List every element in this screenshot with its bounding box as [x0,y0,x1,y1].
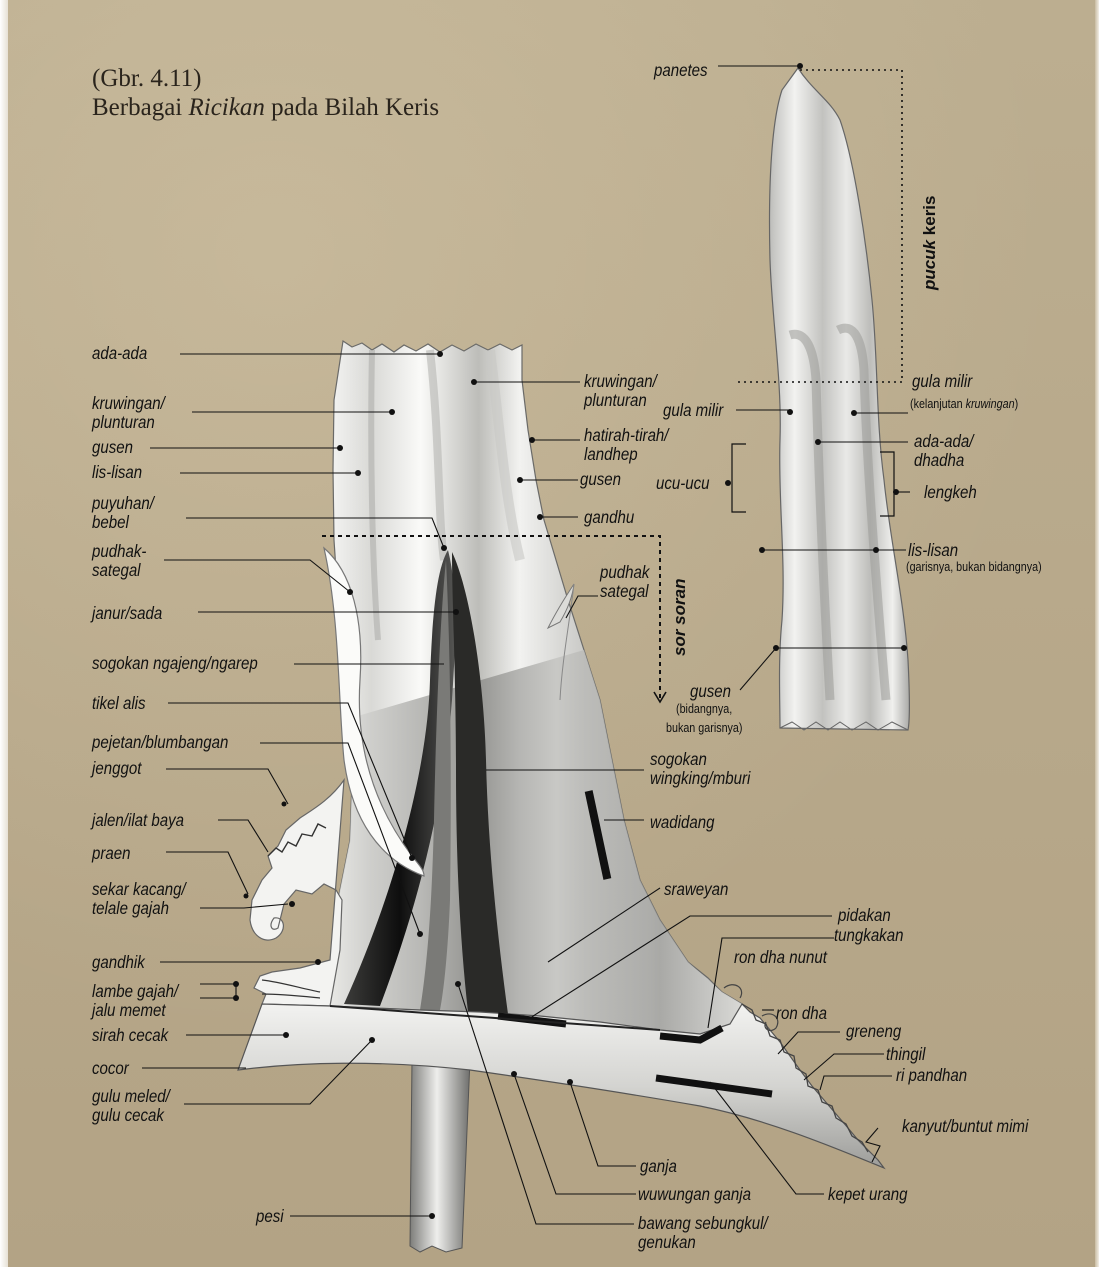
pesi-shape [410,1060,470,1252]
label-pejetan: pejetan/blumbangan [92,733,228,751]
label-ron-dha: ron dha [776,1004,827,1022]
label-ganja: ganja [640,1157,677,1175]
label-sekar-kacang-2: telale gajah [92,899,169,917]
note-gusen-2: bukan garisnya) [666,721,742,735]
label-lambe-gajah-1: lambe gajah/ [92,982,178,1000]
label-lis-lisan-right: lis-lisan [908,541,958,559]
label-ri-pandhan: ri pandhan [896,1066,967,1084]
label-gula-milir-left: gula milir [663,401,723,419]
label-hatirah-1: hatirah-tirah/ [584,426,668,444]
label-bawang-1: bawang sebungkul/ [638,1214,768,1232]
ganja-shape [238,1004,884,1168]
label-kruwingan-right-2: plunturan [584,391,647,409]
label-praen: praen [92,844,130,862]
note-lis-lisan: (garisnya, bukan bidangnya) [906,560,1042,574]
label-gulu-meled-2: gulu cecak [92,1106,164,1124]
label-sor-soran: sor soran [670,579,690,656]
label-kepet-urang: kepet urang [828,1185,907,1203]
label-gusen-left: gusen [92,438,133,456]
pucuk-blade [770,68,910,730]
label-tikel-alis: tikel alis [92,694,146,712]
label-ron-dha-nunut: ron dha nunut [734,948,827,966]
label-cocor: cocor [92,1059,129,1077]
label-thingil: thingil [886,1045,925,1063]
label-janur: janur/sada [92,604,162,622]
label-gula-milir-right: gula milir [912,372,972,390]
label-jenggot: jenggot [92,759,141,777]
label-gandhu: gandhu [584,508,634,526]
label-sraweyan: sraweyan [664,880,728,898]
label-gulu-meled-1: gulu meled/ [92,1087,170,1105]
ucu-ucu-bracket [732,444,746,512]
gandhik-shape [250,780,344,1006]
label-pidakan-1: pidakan [838,906,891,924]
label-puyuhan-2: bebel [92,513,129,531]
label-bawang-2: genukan [638,1233,696,1251]
label-gusen-middle: gusen [580,470,621,488]
label-ada-ada-dhadha-2: dhadha [914,451,964,469]
note-gula-milir: (kelanjutan kruwingan) [910,397,1018,411]
label-lengkeh: lengkeh [924,483,977,501]
label-kanyut: kanyut/buntut mimi [902,1117,1028,1135]
label-sirah-cecak: sirah cecak [92,1026,168,1044]
label-sekar-kacang-1: sekar kacang/ [92,880,186,898]
label-pesi: pesi [256,1207,284,1225]
label-pudhak-right-2: sategal [600,582,649,600]
label-sogokan-ngajeng: sogokan ngajeng/ngarep [92,654,258,672]
label-puyuhan-1: puyuhan/ [92,494,154,512]
label-jalen: jalen/ilat baya [92,811,184,829]
label-gandhik: gandhik [92,953,145,971]
label-kruwingan-left-2: plunturan [92,413,155,431]
label-ada-ada: ada-ada [92,344,147,362]
label-lis-lisan-left: lis-lisan [92,463,142,481]
label-pudhak-right-1: pudhak [600,563,649,581]
label-sogokan-wingking-1: sogokan [650,750,707,768]
label-wadidang: wadidang [650,813,714,831]
label-wuwungan: wuwungan ganja [638,1185,751,1203]
label-ada-ada-dhadha-1: ada-ada/ [914,432,973,450]
label-pudhak-left-1: pudhak- [92,542,146,560]
label-pucuk-keris: pucuk keris [920,196,940,291]
label-sogokan-wingking-2: wingking/mburi [650,769,750,787]
label-pidakan-2: tungkakan [834,926,903,944]
label-gusen-right: gusen [690,682,731,700]
label-panetes: panetes [654,61,708,79]
label-pudhak-left-2: sategal [92,561,141,579]
label-kruwingan-left-1: kruwingan/ [92,394,165,412]
label-lambe-gajah-2: jalu memet [92,1001,166,1019]
note-gusen-1: (bidangnya, [676,702,732,716]
label-kruwingan-right-1: kruwingan/ [584,372,657,390]
label-ucu-ucu: ucu-ucu [656,474,710,492]
label-greneng: greneng [846,1022,901,1040]
label-hatirah-2: landhep [584,445,638,463]
